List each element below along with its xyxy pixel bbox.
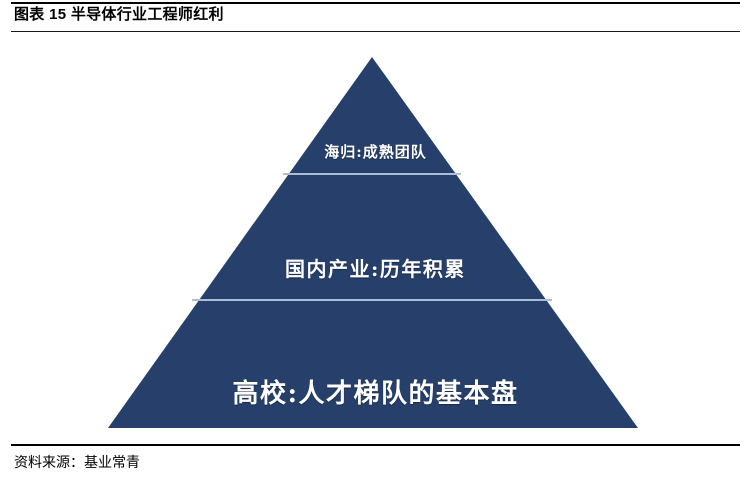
chart-area: 海归:成熟团队 国内产业:历年积累 高校:人才梯队的基本盘 <box>11 33 740 443</box>
top-divider-rule <box>11 2 740 4</box>
source-divider-rule <box>11 444 740 446</box>
pyramid-tier-label-middle: 国内产业:历年积累 <box>285 257 466 281</box>
source-note: 资料来源：基业常青 <box>14 454 140 470</box>
page-title: 图表 15 半导体行业工程师红利 <box>14 6 224 23</box>
title-divider-rule <box>11 31 740 32</box>
pyramid-diagram: 海归:成熟团队 国内产业:历年积累 高校:人才梯队的基本盘 <box>11 33 740 443</box>
pyramid-tier-label-bottom: 高校:人才梯队的基本盘 <box>232 379 519 409</box>
pyramid-tier-label-top: 海归:成熟团队 <box>324 143 427 161</box>
pyramid-body <box>108 57 638 428</box>
pyramid-svg <box>108 57 638 428</box>
